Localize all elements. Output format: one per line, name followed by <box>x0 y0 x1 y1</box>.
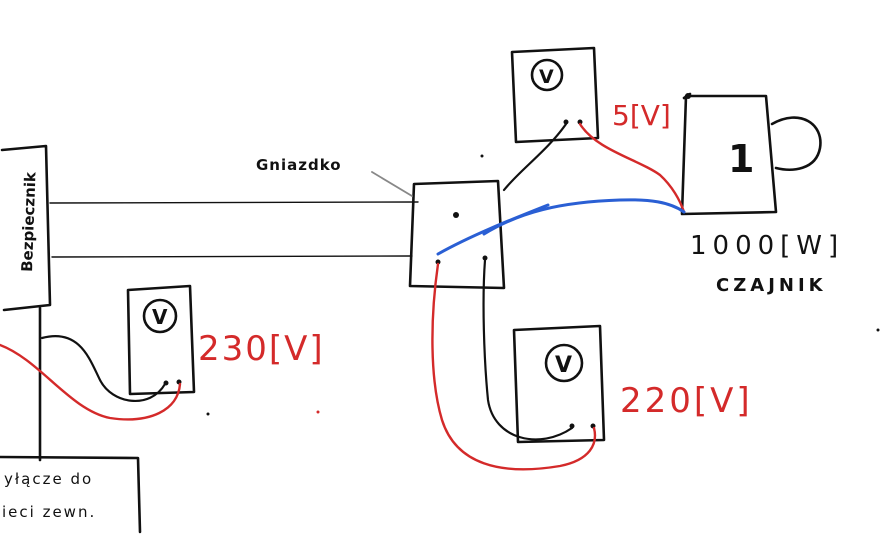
kettle-power: 1000[W] <box>690 231 844 261</box>
grid-connector-box: yłącze do ieci zewn. <box>0 455 142 534</box>
left-meter-red-wire <box>0 343 182 421</box>
reading-bottom: 220[V] <box>620 381 753 421</box>
voltmeter-bottom: V <box>512 324 606 444</box>
breaker-label: Bezpiecznik <box>18 171 40 272</box>
top-meter-black-wire <box>502 122 568 192</box>
breaker-box: Bezpiecznik <box>0 144 52 312</box>
voltmeter-left-symbol: V <box>152 305 168 329</box>
cable-breaker-to-socket <box>49 201 419 258</box>
blue-wire-upper <box>482 198 686 236</box>
voltmeter-left: V <box>126 284 196 396</box>
voltmeter-bottom-symbol: V <box>555 353 572 378</box>
reading-left: 230[V] <box>198 329 325 369</box>
reading-top: 5[V] <box>612 99 671 132</box>
top-meter-red-wire <box>578 122 686 214</box>
kettle: 1 <box>680 92 822 216</box>
connector-label-line2: ieci zewn. <box>2 503 96 521</box>
socket-box <box>408 179 506 290</box>
kettle-symbol: 1 <box>728 137 754 181</box>
socket-label: Gniazdko <box>256 156 342 174</box>
left-meter-black-wire <box>40 335 167 402</box>
connector-label-line1: yłącze do <box>4 470 93 488</box>
blue-wire-lower <box>436 203 550 256</box>
kettle-name: CZAJNIK <box>716 275 827 296</box>
voltmeter-top-symbol: V <box>539 66 554 88</box>
voltmeter-top: V <box>510 46 600 144</box>
socket-leader-line <box>371 171 413 197</box>
bottom-meter-red-wire <box>431 262 597 471</box>
bottom-meter-black-wire <box>482 258 574 441</box>
